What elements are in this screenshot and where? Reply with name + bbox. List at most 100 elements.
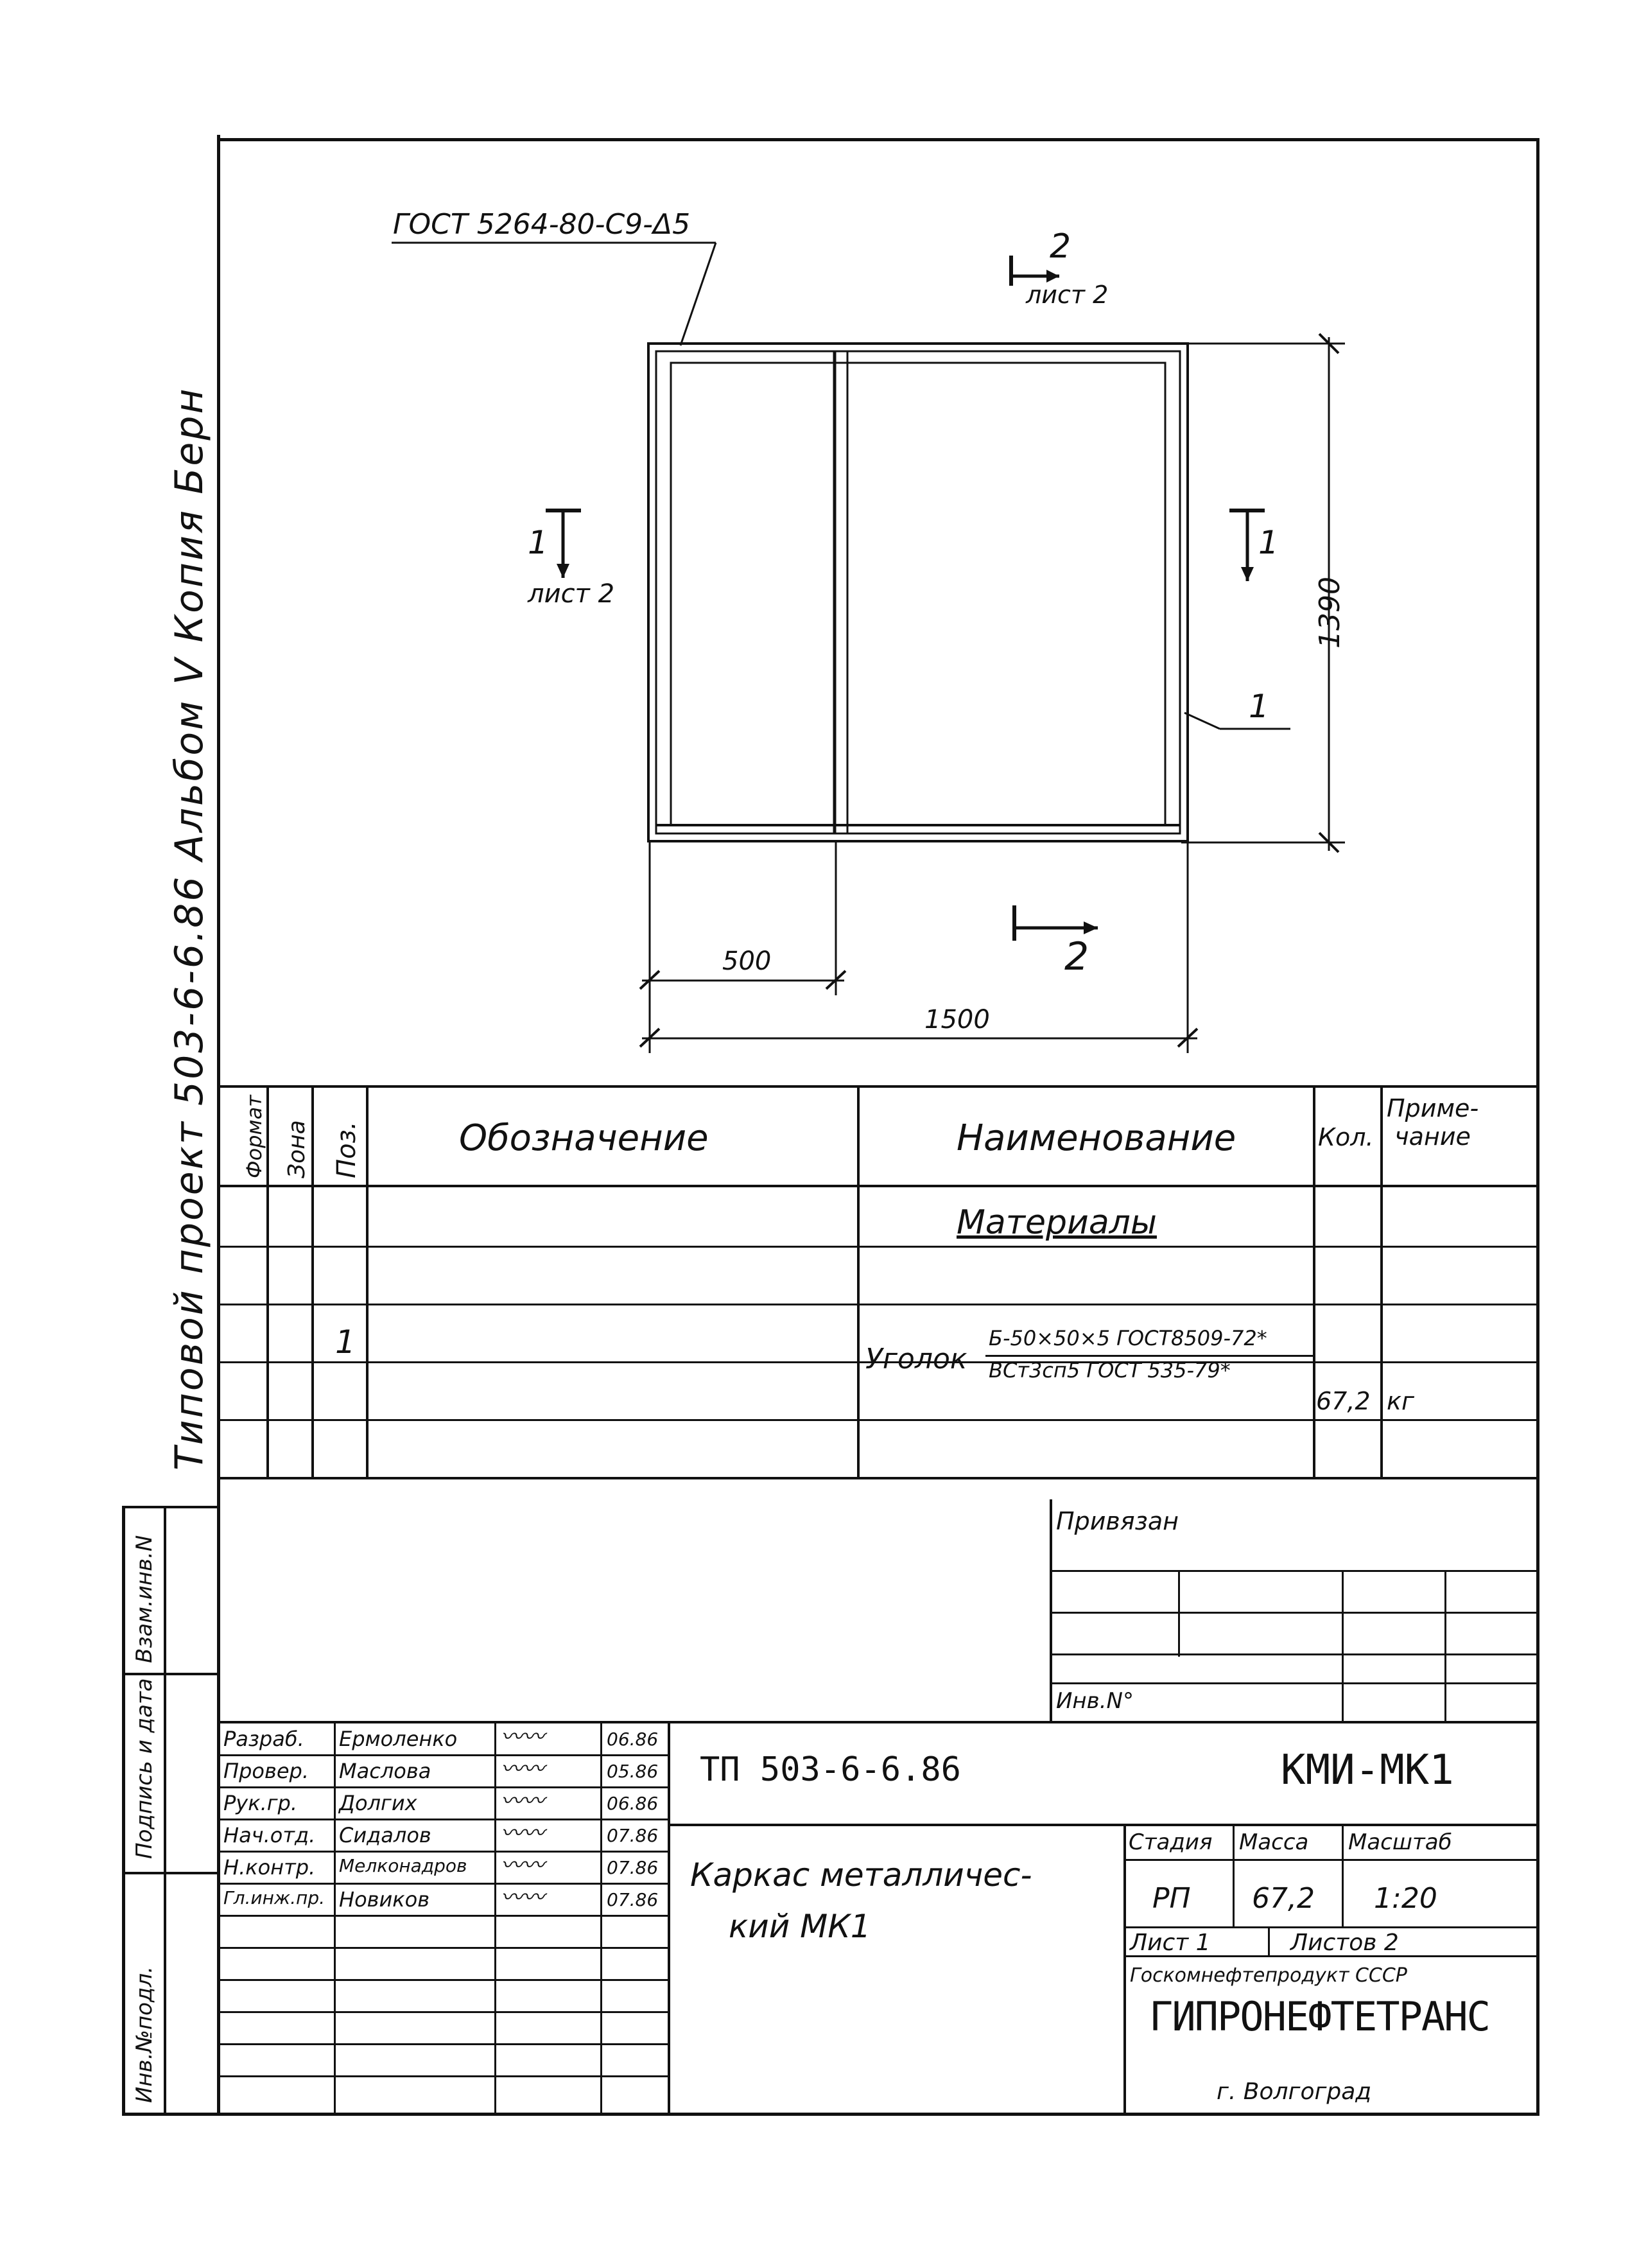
role-name-0: Ермоленко [339, 1727, 458, 1751]
position-label: 1 [1249, 688, 1269, 725]
binding-col [1444, 1570, 1446, 1721]
header-zone: Зона [284, 1120, 310, 1178]
section-right-num: 1 [1258, 524, 1279, 561]
dim-tick [825, 970, 847, 990]
tb-row [217, 1979, 669, 1981]
stage-value: РП [1152, 1882, 1191, 1915]
row-unit: кг [1387, 1387, 1414, 1415]
row-pos: 1 [335, 1323, 356, 1361]
tb-col [494, 1721, 496, 2114]
scale-label: Масштаб [1348, 1829, 1452, 1855]
section-left-sheet: лист 2 [528, 579, 615, 609]
tb-row [217, 2075, 669, 2077]
gost-leader-d [679, 242, 717, 346]
tb-col [334, 1721, 336, 2114]
arrow-head [1241, 567, 1254, 581]
frame-right-border [1536, 138, 1539, 2116]
tb-row [217, 1883, 669, 1885]
strip-sep-2 [122, 1872, 218, 1874]
tb-row [217, 1947, 669, 1949]
role-3: Нач.отд. [223, 1823, 316, 1847]
city: г. Волгоград [1217, 2079, 1372, 2105]
spec-row-line [217, 1246, 1539, 1248]
tb-col [1233, 1824, 1235, 1926]
tb-mid-line [668, 1824, 1539, 1826]
tb-row [1123, 1926, 1539, 1928]
dim-1500-text: 1500 [924, 1005, 990, 1034]
role-sign-0: 〰〰 [501, 1724, 544, 1750]
tb-row [217, 1851, 669, 1853]
tb-row [217, 2011, 669, 2013]
header-qty: Кол. [1318, 1123, 1374, 1151]
row-fraction-bar [985, 1355, 1313, 1357]
item-name-2: кий МК1 [729, 1908, 871, 1945]
org-name: ГИПРОНЕФТЕТРАНС [1149, 1993, 1491, 2040]
row-name-main: Уголок [865, 1343, 967, 1375]
dim-500-text: 500 [722, 946, 772, 976]
spec-row-line [217, 1361, 1539, 1363]
arrow-head [557, 564, 569, 578]
role-2: Рук.гр. [223, 1791, 298, 1815]
role-sign-5: 〰〰 [501, 1885, 544, 1910]
section-bottom-num: 2 [1064, 934, 1089, 979]
sheet-number: Лист 1 [1130, 1930, 1211, 1956]
role-date-2: 06.86 [607, 1793, 659, 1814]
role-name-2: Долгих [339, 1791, 417, 1815]
item-name-1: Каркас металличес- [690, 1856, 1032, 1894]
height-dimension: 1390 [1314, 577, 1346, 649]
role-sign-1: 〰〰 [501, 1756, 544, 1782]
role-date-1: 05.86 [607, 1761, 659, 1782]
strip-divider [164, 1506, 166, 2116]
spec-col-line [857, 1085, 860, 1478]
role-date-0: 06.86 [607, 1729, 659, 1750]
scale-value: 1:20 [1374, 1882, 1437, 1915]
role-sign-4: 〰〰 [501, 1853, 544, 1878]
tb-col [1268, 1926, 1270, 1955]
dim-tick [1318, 333, 1340, 354]
spec-row-line [217, 1419, 1539, 1421]
binding-row [1050, 1570, 1539, 1572]
role-sign-3: 〰〰 [501, 1820, 544, 1846]
tb-row [1123, 1859, 1539, 1861]
row-qty: 67,2 [1316, 1387, 1371, 1415]
arrow-head [1046, 270, 1059, 283]
section-top-sheet: лист 2 [1026, 281, 1109, 309]
role-0: Разраб. [223, 1727, 304, 1751]
doc-code: КМИ-МК1 [1281, 1747, 1454, 1794]
header-pos: Поз. [332, 1121, 361, 1178]
strip-lower-frame [217, 1506, 220, 2116]
mass-label: Масса [1239, 1829, 1309, 1855]
arrow-head [1084, 921, 1098, 934]
strip-top-border [122, 1506, 218, 1508]
frame-left-border [217, 135, 220, 1612]
frame-bottom-border [122, 2113, 1539, 2116]
tb-row [217, 1786, 669, 1788]
role-name-4: Мелконадров [339, 1855, 467, 1876]
spec-header-bottom [217, 1185, 1539, 1187]
outer-frame-inner-line [655, 350, 1181, 835]
role-date-3: 07.86 [607, 1825, 659, 1846]
tb-row [217, 1915, 669, 1917]
role-4: Н.контр. [223, 1855, 316, 1880]
dim-tick [1318, 832, 1340, 853]
binding-left [1050, 1499, 1052, 1721]
role-sign-2: 〰〰 [501, 1788, 544, 1814]
sheet-count: Листов 2 [1290, 1930, 1399, 1956]
binding-row [1050, 1612, 1539, 1614]
strip-left-border [122, 1506, 125, 2116]
doc-number: ТП 503-6-6.86 [700, 1750, 961, 1789]
spec-col-line [1313, 1085, 1315, 1478]
spec-col-line [1380, 1085, 1383, 1478]
spec-col-line [311, 1085, 314, 1478]
mass-value: 67,2 [1252, 1882, 1315, 1915]
tb-col [1342, 1824, 1344, 1926]
gost-note: ГОСТ 5264-80-С9-Δ5 [393, 208, 691, 241]
binding-col [1178, 1570, 1180, 1657]
opening-outline [670, 362, 1166, 826]
tb-col [1123, 1824, 1126, 2114]
header-note: Приме- чание [1387, 1094, 1479, 1151]
section-left-num: 1 [528, 524, 548, 561]
spec-row-line [217, 1304, 1539, 1305]
row-profile-bottom: ВСт3сп5 ГОСТ 535-79* [989, 1358, 1231, 1383]
